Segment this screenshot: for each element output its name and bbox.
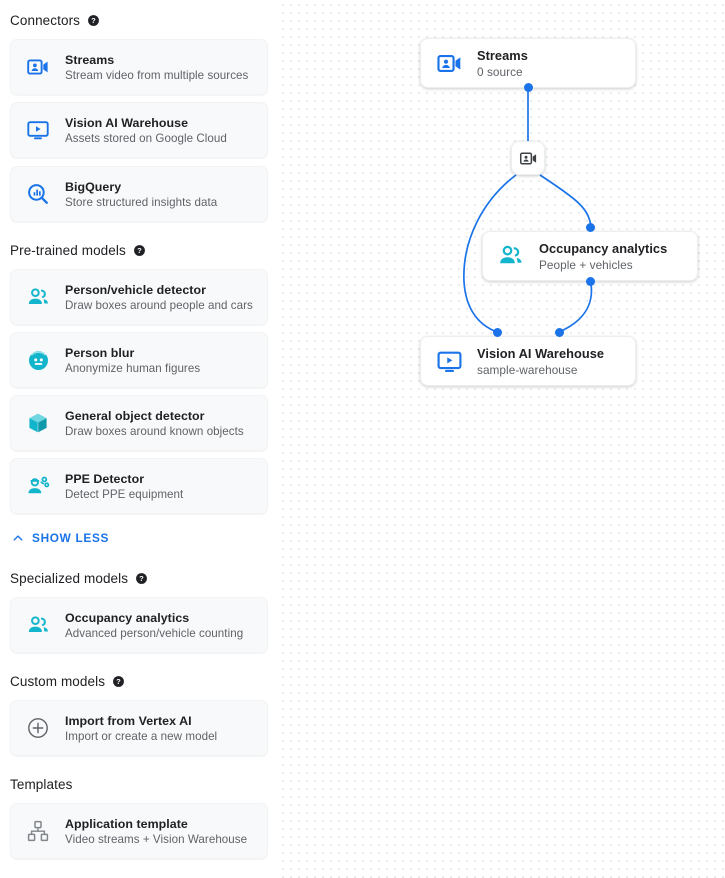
section-header-specialized-models: Specialized models ? bbox=[0, 571, 148, 586]
sidebar-item-vision-ai-warehouse[interactable]: Vision AI Warehouse Assets stored on Goo… bbox=[10, 102, 268, 158]
plus-circle-icon bbox=[25, 715, 51, 741]
item-title: Person/vehicle detector bbox=[65, 282, 206, 297]
sidebar-item-import-from-vertex-ai[interactable]: Import from Vertex AI Import or create a… bbox=[10, 700, 268, 756]
video-camera-person-icon bbox=[435, 49, 463, 77]
section-header-custom-models: Custom models ? bbox=[0, 674, 125, 689]
port-streams-output[interactable] bbox=[523, 83, 533, 92]
face-blur-icon bbox=[25, 347, 51, 373]
item-subtitle: Stream video from multiple sources bbox=[65, 68, 249, 82]
item-subtitle: Store structured insights data bbox=[65, 195, 218, 209]
show-less-toggle[interactable]: SHOW LESS bbox=[0, 531, 109, 545]
item-subtitle: Assets stored on Google Cloud bbox=[65, 131, 227, 145]
port-occupancy-input[interactable] bbox=[586, 222, 595, 232]
edge-occupancy-to-warehouse bbox=[558, 283, 593, 333]
item-subtitle: Anonymize human figures bbox=[65, 361, 201, 375]
section-title: Custom models bbox=[10, 674, 106, 689]
help-circle-icon[interactable]: ? bbox=[135, 572, 148, 585]
port-warehouse-input-left[interactable] bbox=[492, 328, 502, 337]
edge-relay-to-occupancy bbox=[539, 174, 592, 227]
sidebar-item-application-template[interactable]: Application template Video streams + Vis… bbox=[10, 803, 268, 859]
node-title: Vision AI Warehouse bbox=[477, 345, 605, 361]
cube-box-icon bbox=[25, 410, 51, 436]
item-title: BigQuery bbox=[65, 179, 122, 194]
component-sidebar: Connectors ? Streams Stream video from m… bbox=[0, 0, 278, 878]
node-subtitle: 0 source bbox=[477, 64, 523, 79]
canvas-node-streams[interactable]: Streams 0 source bbox=[420, 38, 636, 88]
item-subtitle: Advanced person/vehicle counting bbox=[65, 626, 244, 640]
help-circle-icon[interactable]: ? bbox=[87, 14, 100, 27]
video-camera-person-icon bbox=[25, 54, 51, 80]
people-group-icon bbox=[25, 612, 51, 638]
chevron-up-icon bbox=[11, 531, 25, 545]
item-title: PPE Detector bbox=[65, 471, 145, 486]
sidebar-item-general-object-detector[interactable]: General object detector Draw boxes aroun… bbox=[10, 395, 268, 451]
monitor-play-icon bbox=[435, 347, 463, 375]
node-title: Streams bbox=[477, 47, 528, 63]
video-camera-person-icon bbox=[519, 149, 538, 168]
sidebar-item-person-blur[interactable]: Person blur Anonymize human figures bbox=[10, 332, 268, 388]
canvas-node-occupancy-analytics[interactable]: Occupancy analytics People + vehicles bbox=[482, 231, 698, 281]
item-title: Vision AI Warehouse bbox=[65, 115, 189, 130]
sidebar-item-bigquery[interactable]: BigQuery Store structured insights data bbox=[10, 166, 268, 222]
section-header-templates: Templates bbox=[0, 777, 72, 792]
help-circle-icon[interactable]: ? bbox=[133, 244, 146, 257]
monitor-play-icon bbox=[25, 117, 51, 143]
item-title: Application template bbox=[65, 816, 188, 831]
item-title: Streams bbox=[65, 52, 115, 67]
node-subtitle: sample-warehouse bbox=[477, 362, 578, 377]
port-warehouse-input-right[interactable] bbox=[554, 328, 564, 337]
help-circle-icon[interactable]: ? bbox=[112, 675, 125, 688]
item-subtitle: Video streams + Vision Warehouse bbox=[65, 832, 248, 846]
svg-text:?: ? bbox=[116, 677, 121, 686]
people-group-icon bbox=[25, 284, 51, 310]
item-title: Person blur bbox=[65, 345, 135, 360]
item-title: Import from Vertex AI bbox=[65, 713, 192, 728]
item-subtitle: Draw boxes around known objects bbox=[65, 424, 244, 438]
node-title: Occupancy analytics bbox=[539, 240, 668, 256]
svg-text:?: ? bbox=[137, 246, 142, 255]
sidebar-item-occupancy-analytics[interactable]: Occupancy analytics Advanced person/vehi… bbox=[10, 597, 268, 653]
sidebar-item-streams[interactable]: Streams Stream video from multiple sourc… bbox=[10, 39, 268, 95]
hierarchy-icon bbox=[25, 818, 51, 844]
sidebar-item-ppe-detector[interactable]: PPE Detector Detect PPE equipment bbox=[10, 458, 268, 514]
item-subtitle: Draw boxes around people and cars bbox=[65, 298, 253, 312]
section-title: Connectors bbox=[10, 13, 81, 28]
person-helmet-icon bbox=[25, 473, 51, 499]
section-title: Pre-trained models bbox=[10, 243, 126, 258]
section-header-connectors: Connectors ? bbox=[0, 13, 100, 28]
people-group-icon bbox=[497, 242, 525, 270]
svg-text:?: ? bbox=[139, 574, 144, 583]
section-title: Specialized models bbox=[10, 571, 129, 586]
section-header-pre-trained-models: Pre-trained models ? bbox=[0, 243, 146, 258]
item-title: General object detector bbox=[65, 408, 205, 423]
canvas-node-vision-ai-warehouse[interactable]: Vision AI Warehouse sample-warehouse bbox=[420, 336, 636, 386]
item-subtitle: Import or create a new model bbox=[65, 729, 218, 743]
port-occupancy-output[interactable] bbox=[586, 276, 595, 286]
item-subtitle: Detect PPE equipment bbox=[65, 487, 184, 501]
graph-edges bbox=[463, 87, 593, 333]
component-graph-canvas[interactable]: Streams 0 source bbox=[278, 0, 725, 878]
item-title: Occupancy analytics bbox=[65, 610, 190, 625]
svg-text:?: ? bbox=[91, 16, 96, 25]
section-title: Templates bbox=[10, 777, 73, 792]
show-less-label: SHOW LESS bbox=[32, 531, 110, 545]
canvas-node-stream-relay[interactable] bbox=[511, 141, 545, 175]
sidebar-item-person-vehicle-detector[interactable]: Person/vehicle detector Draw boxes aroun… bbox=[10, 269, 268, 325]
magnifier-bars-icon bbox=[25, 181, 51, 207]
node-subtitle: People + vehicles bbox=[539, 257, 633, 272]
